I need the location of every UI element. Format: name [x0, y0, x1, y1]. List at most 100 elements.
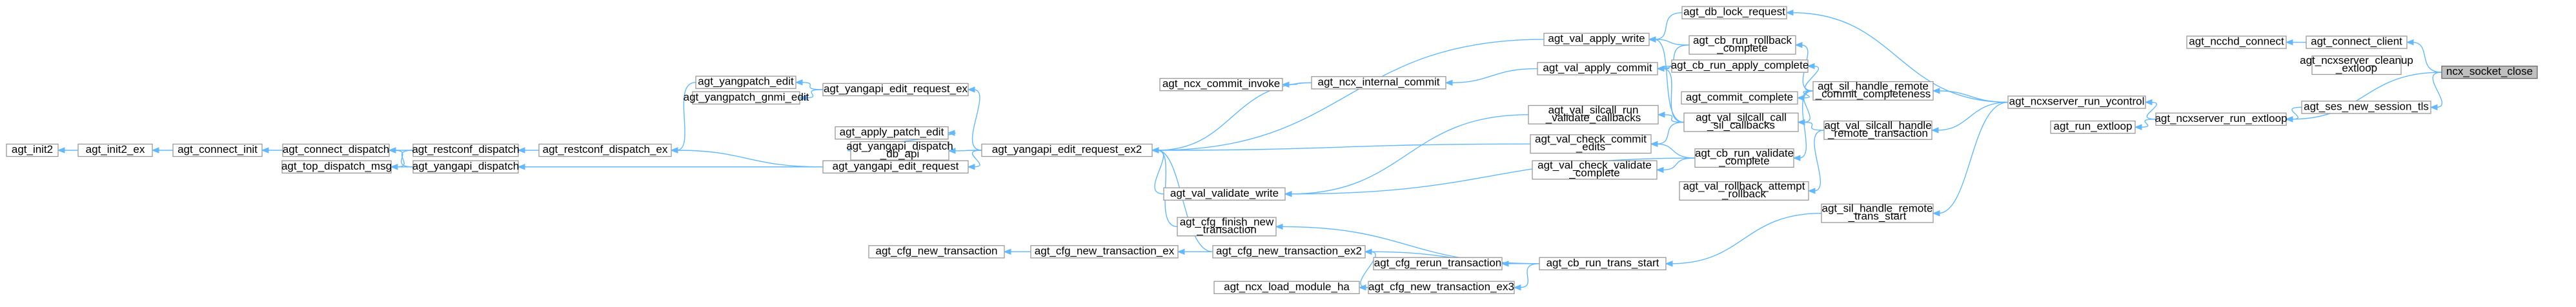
node-label: agt_ses_new_session_tls	[2304, 100, 2429, 112]
node-run-apply-complete[interactable]: agt_cb_run_apply_complete	[1671, 59, 1809, 73]
node-label: _rollback	[1721, 188, 1767, 200]
node-run-ycontrol[interactable]: agt_ncxserver_run_ycontrol	[2007, 95, 2146, 109]
node-restconf-dispatch-ex[interactable]: agt_restconf_dispatch_ex	[538, 143, 672, 157]
node-commit-complete[interactable]: agt_commit_complete	[1681, 91, 1798, 105]
node-box	[282, 143, 390, 157]
edge-arrowhead	[2285, 39, 2293, 46]
node-finish-new-txn[interactable]: agt_cfg_finish_new_transaction	[1177, 215, 1277, 237]
node-silcall-validate-cb[interactable]: agt_val_silcall_run_validate_callbacks	[1528, 104, 1659, 124]
node-top-dispatch[interactable]: agt_top_dispatch_msg	[281, 160, 392, 173]
edge-arrowhead	[2406, 39, 2414, 46]
edge-edit_req-edit_req_ex2	[971, 150, 982, 168]
node-edit-req-ex2[interactable]: agt_yangapi_edit_request_ex2	[981, 143, 1153, 157]
edge-arrowhead	[967, 164, 975, 170]
node-label: agt_db_lock_request	[1683, 6, 1785, 18]
node-label: _db_api	[880, 148, 920, 160]
edge-arrowhead	[1003, 248, 1011, 255]
node-connect-client[interactable]: agt_connect_client	[2306, 35, 2408, 49]
node-label: agt_sil_handle_remote	[1821, 203, 1932, 215]
node-box	[2306, 35, 2408, 49]
node-box	[1311, 76, 1446, 90]
node-box	[172, 143, 263, 157]
node-cleanup-extloop[interactable]: agt_ncxserver_cleanup_extloop	[2300, 54, 2413, 75]
node-apply-commit[interactable]: agt_val_apply_commit	[1537, 61, 1658, 75]
edge-silcall_validate_cb-silcall_call_sil	[1663, 114, 1685, 123]
node-ncxserver-run-extloop[interactable]: agt_ncxserver_run_extloop	[2155, 112, 2287, 126]
node-cfg-new-txn-ex[interactable]: agt_cfg_new_transaction_ex	[1030, 244, 1179, 259]
edge-check_validate_complete-run_validate_complete	[1661, 157, 1696, 171]
edge-edit_req_ex2-check_commit_edits	[1157, 143, 1531, 151]
node-init2[interactable]: agt_init2	[6, 143, 59, 157]
node-restconf-dispatch[interactable]: agt_restconf_dispatch	[412, 143, 520, 157]
node-init2ex[interactable]: agt_init2_ex	[77, 143, 153, 157]
node-silcall-call-sil[interactable]: agt_val_silcall_call_sil_callbacks	[1683, 112, 1799, 132]
edge-arrowhead	[1932, 88, 1940, 94]
node-box	[6, 143, 59, 157]
node-cfg-new-txn[interactable]: agt_cfg_new_transaction	[868, 244, 1005, 259]
node-connect-init[interactable]: agt_connect_init	[172, 143, 263, 157]
node-check-commit-edits[interactable]: agt_val_check_commit_edits	[1530, 133, 1652, 154]
node-box	[1163, 187, 1286, 201]
node-label: agt_run_extloop	[2054, 120, 2133, 132]
node-run-extloop[interactable]: agt_run_extloop	[2050, 120, 2136, 134]
node-yangpatch-gnmi[interactable]: agt_yangpatch_gnmi_edit	[684, 91, 809, 105]
node-box	[1679, 181, 1809, 201]
node-db-lock[interactable]: agt_db_lock_request	[1681, 6, 1787, 19]
node-edit-req-ex[interactable]: agt_yangapi_edit_request_ex	[822, 83, 969, 97]
node-label: agt_cfg_rerun_transaction	[1374, 257, 1502, 269]
node-apply-write[interactable]: agt_val_apply_write	[1543, 32, 1650, 46]
node-internal-commit[interactable]: agt_ncx_internal_commit	[1311, 75, 1446, 90]
edge-connect_dispatch-yangapi_dispatch	[394, 150, 414, 168]
edge-apply_commit-run_apply_complete	[1661, 65, 1672, 70]
node-label: agt_connect_init	[177, 143, 258, 155]
edge-arrowhead	[1648, 36, 1656, 43]
node-dispatch-db-api[interactable]: agt_yangapi_dispatch_db_api	[846, 140, 953, 161]
node-sil-trans-start[interactable]: agt_sil_handle_remote_trans_start	[1821, 203, 1934, 223]
node-cfg-new-txn-ex2[interactable]: agt_cfg_new_transaction_ex2	[1212, 244, 1366, 259]
node-label: agt_ncxserver_run_ycontrol	[2009, 95, 2145, 108]
node-run-rollback[interactable]: agt_cb_run_rollback_complete	[1689, 34, 1796, 55]
node-load-module-ha[interactable]: agt_ncx_load_module_ha	[1213, 281, 1360, 295]
node-rollback-attempt[interactable]: agt_val_rollback_attempt_rollback	[1679, 180, 1809, 201]
node-label: agt_yangapi_dispatch	[412, 160, 519, 172]
edge-arrowhead	[1513, 284, 1521, 291]
node-label: _complete	[1716, 42, 1767, 54]
node-label: agt_cfg_finish_new	[1180, 215, 1274, 228]
node-label: _remote_transaction	[1827, 127, 1928, 139]
node-connect-dispatch[interactable]: agt_connect_dispatch	[282, 143, 390, 157]
node-box	[868, 245, 1005, 259]
node-yangpatch-edit[interactable]: agt_yangpatch_edit	[695, 75, 796, 89]
node-cfg-rerun-txn[interactable]: agt_cfg_rerun_transaction	[1373, 257, 1503, 271]
node-label: agt_cb_run_rollback	[1693, 34, 1792, 46]
edge-arrowhead	[967, 86, 975, 93]
node-run-trans-start[interactable]: agt_cb_run_trans_start	[1539, 257, 1667, 271]
node-commit-invoke[interactable]: agt_ncx_commit_invoke	[1159, 77, 1283, 92]
node-sil-remote-txn[interactable]: agt_val_silcall_handle_remote_transactio…	[1823, 119, 1932, 140]
edge-arrowhead	[1932, 210, 1940, 217]
node-label: agt_val_silcall_call	[1696, 112, 1787, 124]
edge-arrowhead	[1807, 63, 1815, 70]
node-yangapi-dispatch[interactable]: agt_yangapi_dispatch	[412, 160, 519, 173]
node-run-validate-complete[interactable]: agt_cb_run_validate_complete	[1694, 147, 1794, 168]
node-box	[281, 160, 392, 173]
node-edit-req[interactable]: agt_yangapi_edit_request	[822, 160, 969, 173]
edge-yangpatch_edit-edit_req_ex	[800, 82, 824, 90]
edge-silcall_call_sil-sil_remote_txn	[1803, 121, 1825, 131]
edge-arrowhead	[57, 147, 65, 154]
node-box	[1812, 81, 1934, 101]
node-validate-write[interactable]: agt_val_validate_write	[1163, 187, 1286, 201]
node-label: agt_yangapi_edit_request	[833, 160, 959, 172]
node-label: agt_ncchd_connect	[2189, 35, 2284, 48]
node-check-validate-complete[interactable]: agt_val_check_validate_complete	[1532, 159, 1658, 180]
node-box	[412, 160, 519, 173]
edge-run_apply_complete-sil_commit_completeness	[1804, 65, 1819, 92]
node-sock-close[interactable]: ncx_socket_close	[2441, 65, 2538, 79]
node-apply-patch[interactable]: agt_apply_patch_edit	[835, 126, 949, 140]
node-cfg-new-txn-ex3[interactable]: agt_cfg_new_transaction_ex3	[1368, 281, 1515, 295]
edge-apply_write-run_rollback	[1654, 39, 1690, 46]
node-ncchd-connect[interactable]: agt_ncchd_connect	[2186, 35, 2287, 49]
node-new-session-tls[interactable]: agt_ses_new_session_tls	[2301, 100, 2431, 114]
node-sil-commit-completeness[interactable]: agt_sil_handle_remote_commit_completenes…	[1812, 80, 1934, 101]
